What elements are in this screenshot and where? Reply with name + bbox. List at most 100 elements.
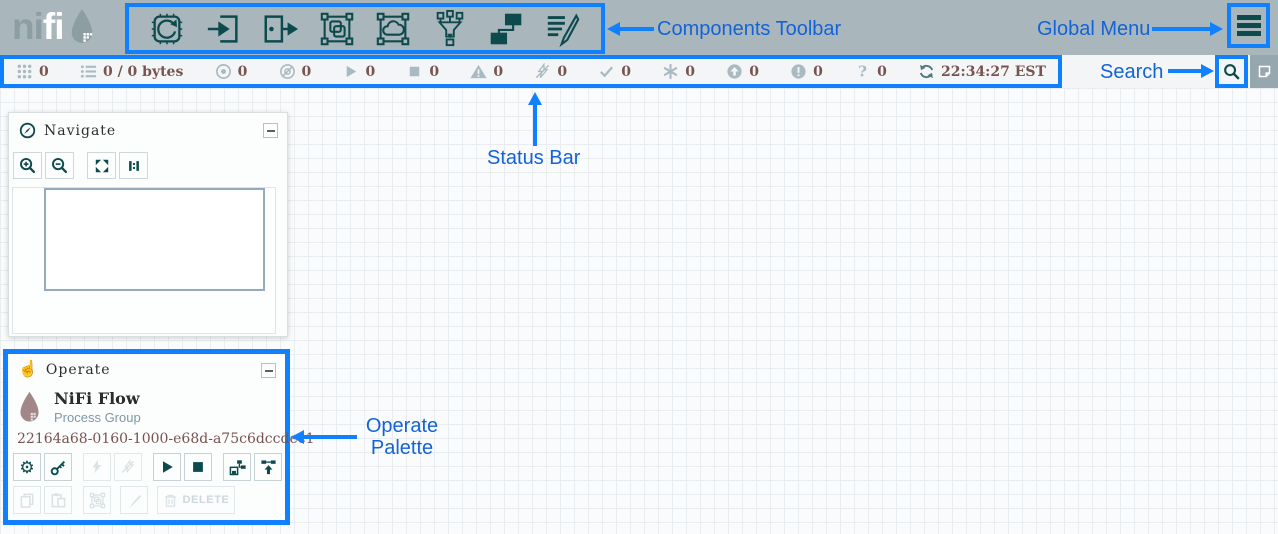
trash-icon bbox=[164, 494, 176, 507]
nifi-droplet-icon bbox=[71, 9, 92, 43]
status-refresh[interactable]: 22:34:27 EST bbox=[918, 63, 1046, 80]
operate-palette-arrow bbox=[291, 430, 357, 444]
operate-collapse-button[interactable] bbox=[261, 363, 276, 378]
disable-button[interactable] bbox=[114, 453, 142, 481]
question-icon: ? bbox=[858, 63, 867, 80]
invalid-icon bbox=[470, 64, 487, 79]
color-button[interactable] bbox=[120, 486, 148, 514]
operate-panel: ☝ Operate NiFi Flow Process Group 22164a… bbox=[3, 349, 315, 525]
selection-id: 22164a68-0160-1000-e68d-a75c6dccdec1 bbox=[17, 431, 315, 447]
running-icon bbox=[347, 65, 357, 78]
group-icon bbox=[89, 492, 105, 508]
transmitting-icon bbox=[215, 64, 231, 79]
navigate-collapse-button[interactable] bbox=[263, 123, 278, 138]
navigate-title: Navigate bbox=[44, 122, 117, 139]
logo-text-fi: fi bbox=[42, 6, 65, 47]
selected-component: NiFi Flow Process Group bbox=[17, 389, 141, 425]
status-bar-arrow bbox=[528, 92, 542, 146]
last-refresh-time: 22:34:27 EST bbox=[941, 63, 1046, 80]
hamburger-icon bbox=[1236, 15, 1261, 20]
components-toolbar-annotation: Components Toolbar bbox=[657, 18, 842, 40]
status-sync-failure: ? 0 bbox=[854, 63, 887, 80]
upload-template-button[interactable] bbox=[254, 453, 282, 481]
navigate-panel: Navigate bbox=[8, 112, 288, 337]
status-locally-modified-stale: 0 bbox=[790, 63, 823, 80]
funnel-icon[interactable] bbox=[431, 9, 469, 48]
svg-text:?: ? bbox=[858, 63, 867, 80]
template-icon[interactable] bbox=[487, 10, 525, 48]
zoom-fit-button[interactable] bbox=[87, 152, 116, 179]
status-active-threads: 0 bbox=[16, 63, 49, 80]
refresh-icon[interactable] bbox=[918, 63, 935, 80]
asterisk-icon bbox=[664, 63, 678, 80]
queued-icon bbox=[80, 65, 97, 78]
arrow-up-circle-icon bbox=[727, 64, 742, 79]
paste-button[interactable] bbox=[44, 486, 72, 514]
process-group-droplet-icon bbox=[20, 391, 39, 422]
minimap-viewport[interactable] bbox=[44, 188, 265, 291]
input-port-icon[interactable] bbox=[205, 10, 243, 48]
status-not-transmitting: 0 bbox=[279, 63, 311, 80]
enable-button[interactable] bbox=[83, 453, 111, 481]
key-icon bbox=[50, 460, 65, 475]
bulletin-board-button[interactable] bbox=[1250, 55, 1278, 88]
processor-icon[interactable] bbox=[148, 10, 186, 48]
output-port-icon[interactable] bbox=[261, 10, 299, 48]
disabled-icon bbox=[536, 63, 550, 79]
stop-icon bbox=[193, 462, 203, 472]
paste-icon bbox=[51, 492, 65, 507]
active-threads-icon bbox=[17, 64, 32, 79]
hand-pointer-icon: ☝ bbox=[18, 361, 38, 378]
configuration-button[interactable]: ⚙ bbox=[13, 453, 41, 481]
status-queued: 0 / 0 bytes bbox=[80, 63, 183, 80]
operate-header: ☝ Operate bbox=[8, 354, 285, 379]
operate-buttons-row2: DELETE bbox=[13, 486, 235, 514]
delete-label: DELETE bbox=[182, 494, 230, 506]
stopped-icon bbox=[410, 66, 420, 77]
zoom-actual-size-button[interactable] bbox=[119, 152, 148, 179]
status-disabled: 0 bbox=[534, 63, 567, 80]
stop-button[interactable] bbox=[184, 453, 212, 481]
navigate-minimap[interactable] bbox=[12, 187, 276, 334]
status-bar-annotation: Status Bar bbox=[487, 147, 581, 169]
operate-palette-annotation: Operate Palette bbox=[365, 415, 439, 459]
group-button[interactable] bbox=[83, 486, 111, 514]
status-up-to-date: 0 bbox=[598, 63, 631, 80]
zoom-in-button[interactable] bbox=[13, 152, 42, 179]
check-icon bbox=[600, 66, 614, 78]
status-transmitting: 0 bbox=[215, 63, 247, 80]
operate-buttons-row1: ⚙ bbox=[13, 453, 282, 481]
start-button[interactable] bbox=[153, 453, 181, 481]
operate-title: Operate bbox=[45, 362, 111, 378]
gear-icon: ⚙ bbox=[19, 457, 35, 477]
compass-icon bbox=[19, 122, 36, 139]
logo-text-ni: ni bbox=[12, 6, 44, 47]
label-icon[interactable] bbox=[544, 10, 582, 48]
remote-process-group-icon[interactable] bbox=[374, 10, 412, 48]
bulletin-note-icon bbox=[1258, 65, 1270, 78]
delete-button[interactable]: DELETE bbox=[157, 486, 235, 514]
status-invalid: 0 bbox=[470, 63, 503, 80]
bolt-slash-icon bbox=[121, 459, 135, 473]
copy-icon bbox=[20, 493, 33, 508]
exclamation-circle-icon bbox=[791, 64, 806, 79]
zoom-out-button[interactable] bbox=[45, 152, 74, 179]
status-running: 0 bbox=[342, 63, 375, 80]
copy-button[interactable] bbox=[13, 486, 41, 514]
create-template-button[interactable] bbox=[223, 453, 251, 481]
global-menu-annotation: Global Menu bbox=[1037, 18, 1151, 40]
process-group-icon[interactable] bbox=[318, 10, 356, 48]
search-button[interactable] bbox=[1215, 55, 1248, 88]
search-arrow bbox=[1168, 64, 1214, 78]
navigate-buttons bbox=[13, 152, 287, 179]
paint-brush-icon bbox=[127, 494, 141, 507]
global-menu-button[interactable] bbox=[1227, 3, 1270, 48]
selection-type: Process Group bbox=[54, 410, 141, 425]
components-toolbar-arrow bbox=[607, 22, 654, 36]
global-menu-arrow bbox=[1152, 22, 1223, 36]
access-policies-button[interactable] bbox=[44, 453, 72, 481]
search-icon bbox=[1224, 64, 1240, 80]
